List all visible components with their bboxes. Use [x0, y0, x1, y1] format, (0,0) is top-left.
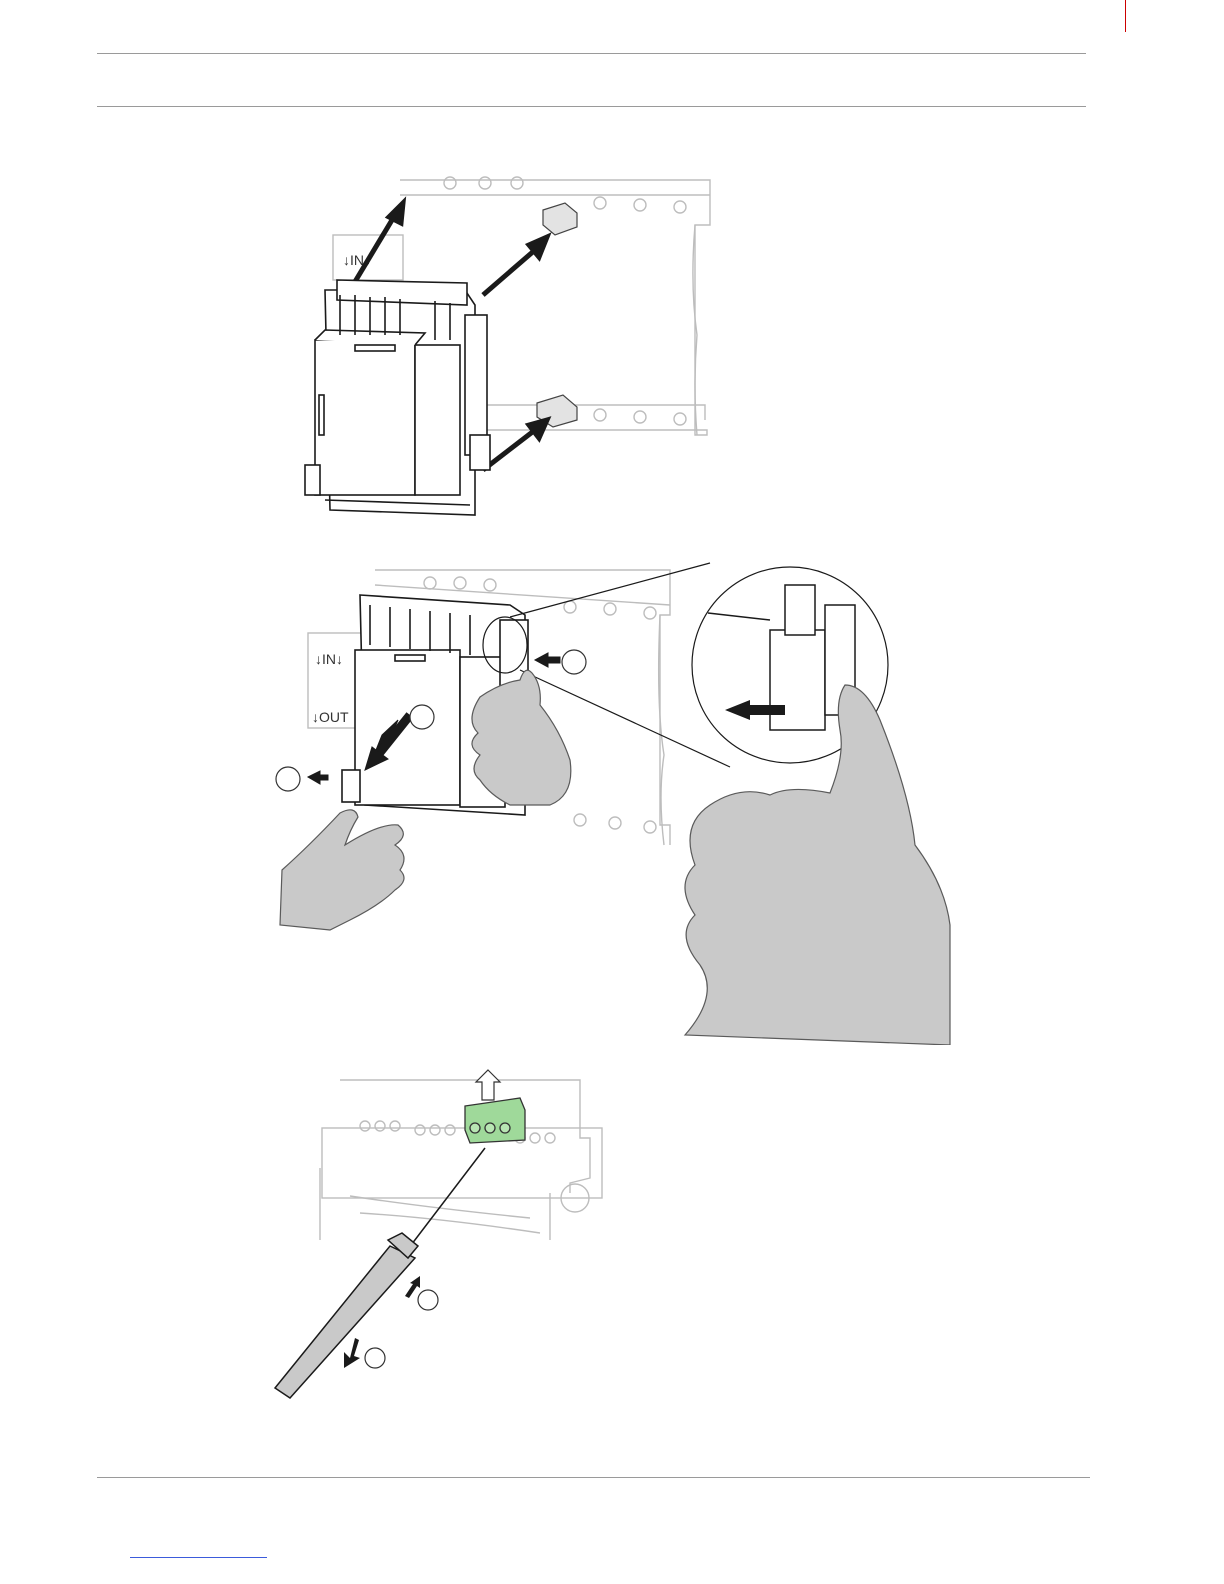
terminal-block-removal-screwdriver-icon [270, 1068, 630, 1403]
footer-link-underline[interactable] [130, 1557, 267, 1558]
out-label: ↓OUT [312, 709, 349, 725]
callout-2 [410, 705, 434, 729]
header-rule-top [97, 53, 1086, 54]
footer-rule [97, 1477, 1090, 1478]
in-label: ↓IN↓ [315, 651, 343, 667]
callout-1 [276, 767, 300, 791]
figure-mounting: ↓IN↓ [295, 165, 725, 530]
figure-removal: ↓IN↓ ↓OUT [270, 555, 955, 1045]
module-release-with-hands-icon: ↓IN↓ ↓OUT [270, 555, 955, 1045]
figure-terminal [270, 1068, 630, 1403]
header-rule-bottom [97, 106, 1086, 107]
callout-1 [418, 1290, 438, 1310]
callout-2 [365, 1348, 385, 1368]
crop-mark [1125, 0, 1126, 32]
callout-3 [562, 650, 586, 674]
module-mounting-on-rail-icon: ↓IN↓ [295, 165, 725, 530]
